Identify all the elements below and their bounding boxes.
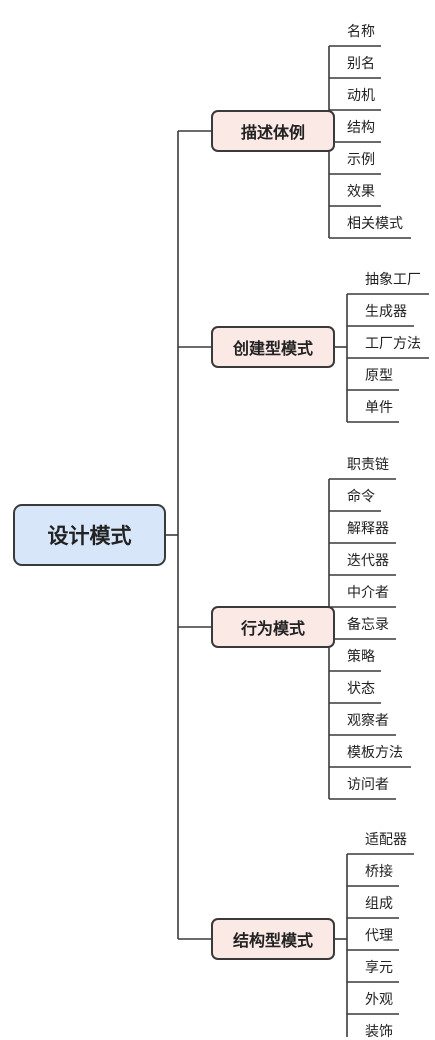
leaf-node[interactable]: 命令 [347,489,375,505]
branch-node-creational[interactable]: 创建型模式 [211,326,335,368]
leaf-node[interactable]: 装饰 [365,1024,393,1040]
leaf-node[interactable]: 效果 [347,184,375,200]
branch-node-behavioral[interactable]: 行为模式 [211,606,335,648]
leaf-node[interactable]: 迭代器 [347,553,389,569]
leaf-node[interactable]: 桥接 [365,864,393,880]
leaf-node[interactable]: 生成器 [365,304,407,320]
branch-node-structural[interactable]: 结构型模式 [211,918,335,960]
leaf-node[interactable]: 访问者 [347,777,389,793]
leaf-node[interactable]: 原型 [365,368,393,384]
leaf-node[interactable]: 名称 [347,24,375,40]
leaf-node[interactable]: 职责链 [347,457,389,473]
leaf-node[interactable]: 备忘录 [347,617,389,633]
leaf-node[interactable]: 享元 [365,960,393,976]
leaf-node[interactable]: 工厂方法 [365,336,421,352]
leaf-node[interactable]: 相关模式 [347,216,403,232]
leaf-node[interactable]: 状态 [347,681,375,697]
leaf-node[interactable]: 中介者 [347,585,389,601]
leaf-node[interactable]: 观察者 [347,713,389,729]
leaf-node[interactable]: 适配器 [365,832,407,848]
root-node[interactable]: 设计模式 [13,504,166,566]
leaf-node[interactable]: 动机 [347,88,375,104]
leaf-node[interactable]: 策略 [347,649,375,665]
leaf-node[interactable]: 结构 [347,120,375,136]
branch-node-description[interactable]: 描述体例 [211,110,335,152]
leaf-node[interactable]: 组成 [365,896,393,912]
leaf-node[interactable]: 别名 [347,56,375,72]
leaf-node[interactable]: 外观 [365,992,393,1008]
leaf-node[interactable]: 解释器 [347,521,389,537]
leaf-node[interactable]: 示例 [347,152,375,168]
leaf-node[interactable]: 模板方法 [347,745,403,761]
leaf-node[interactable]: 代理 [365,928,393,944]
leaf-node[interactable]: 单件 [365,400,393,416]
leaf-node[interactable]: 抽象工厂 [365,272,421,288]
